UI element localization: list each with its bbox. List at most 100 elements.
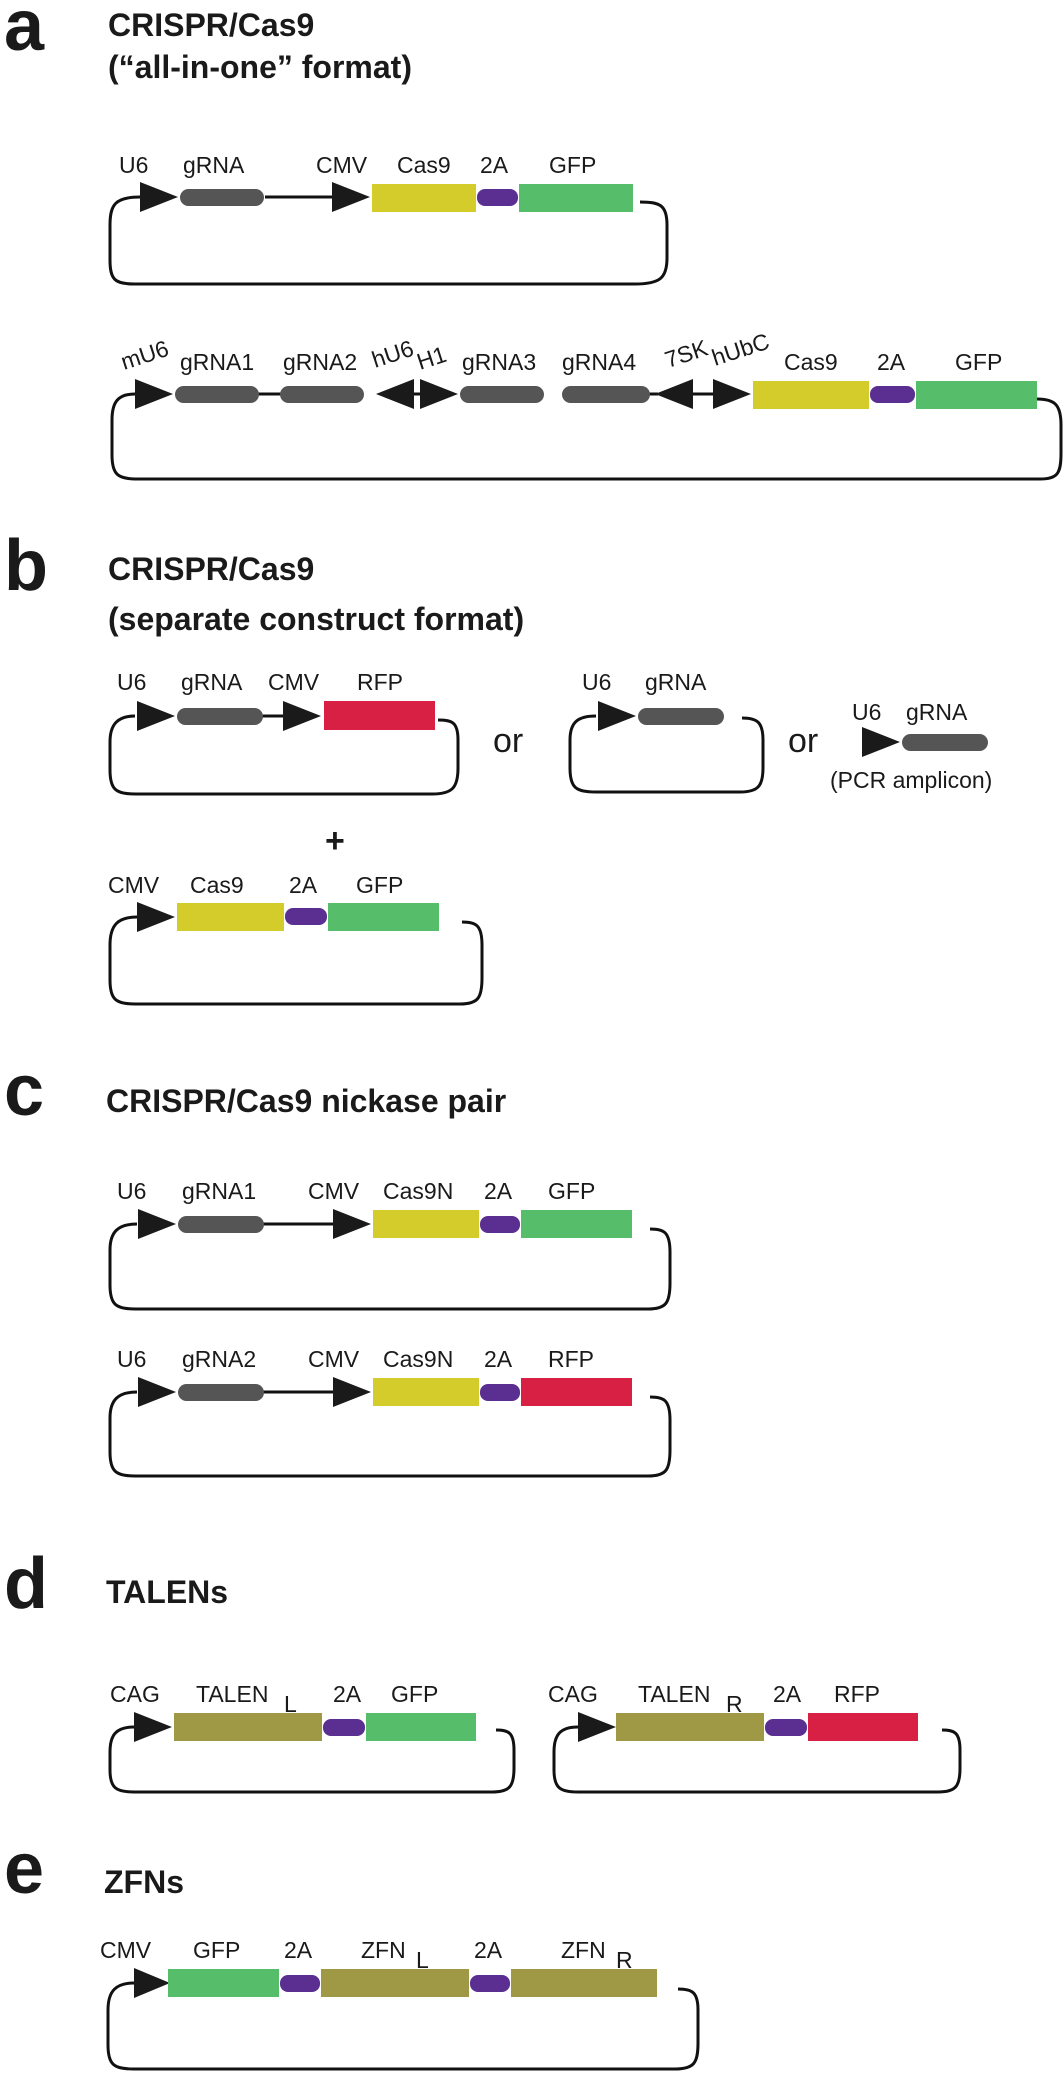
p2a-linker (480, 1384, 520, 1401)
p2a-linker (765, 1719, 807, 1736)
or-text: or (788, 722, 818, 760)
label-u6: U6 (117, 1346, 146, 1372)
cmv-promoter-icon (137, 902, 175, 932)
label-grna3: gRNA3 (462, 349, 536, 375)
u6-promoter-icon (140, 182, 178, 212)
label-u6: U6 (117, 1178, 146, 1204)
panel-c-title: CRISPR/Cas9 nickase pair (106, 1083, 506, 1119)
label-pcr-amplicon: (PCR amplicon) (830, 767, 992, 793)
label-cas9: Cas9 (784, 349, 838, 375)
plasmid-backbone (106, 1981, 700, 2071)
7sk-promoter-reverse-icon (655, 379, 693, 409)
label-7sk: 7SK (662, 334, 712, 372)
panel-d: d TALENs CAG TALEN L 2A GFP CAG TALEN R … (4, 1544, 962, 1794)
label-cas9n: Cas9N (383, 1346, 453, 1372)
label-talen-subscript-l: L (284, 1691, 297, 1717)
panel-c: c CRISPR/Cas9 nickase pair U6 gRNA1 CMV … (4, 1051, 672, 1478)
label-2a: 2A (333, 1681, 362, 1707)
u6-promoter-icon (138, 1209, 176, 1239)
label-u6: U6 (117, 669, 146, 695)
construct-d1: CAG TALEN L 2A GFP (108, 1681, 516, 1794)
label-grna: gRNA (183, 152, 245, 178)
u6-promoter-icon (137, 701, 175, 731)
u6-promoter-icon (138, 1377, 176, 1407)
cas9-gene-block (372, 184, 476, 212)
label-2a: 2A (484, 1178, 513, 1204)
label-2a-1: 2A (284, 1937, 313, 1963)
construct-c2: U6 gRNA2 CMV Cas9N 2A RFP (108, 1346, 672, 1478)
plus-sign: + (325, 822, 345, 860)
label-grna: gRNA (906, 699, 968, 725)
label-cmv: CMV (268, 669, 320, 695)
u6-promoter-icon (862, 727, 900, 757)
hubc-promoter-icon (713, 379, 751, 409)
cas9n-gene-block (373, 1210, 479, 1238)
plasmid-backbone (568, 714, 765, 794)
label-2a: 2A (773, 1681, 802, 1707)
label-gfp: GFP (955, 349, 1002, 375)
panel-a-title-line1: CRISPR/Cas9 (108, 7, 314, 43)
cmv-promoter-icon (134, 1968, 170, 1998)
label-cmv: CMV (108, 872, 160, 898)
label-grna1: gRNA1 (180, 349, 254, 375)
label-2a: 2A (877, 349, 906, 375)
panel-label-e: e (4, 1829, 44, 1909)
label-gfp: GFP (549, 152, 596, 178)
construct-a1: U6 gRNA CMV Cas9 2A GFP (108, 152, 669, 286)
plasmid-backbone (108, 1222, 672, 1311)
label-talen: TALEN (196, 1681, 268, 1707)
zfn-r-gene-block (511, 1969, 657, 1997)
label-2a: 2A (480, 152, 509, 178)
label-rfp: RFP (357, 669, 403, 695)
panel-b-title-line1: CRISPR/Cas9 (108, 551, 314, 587)
p2a-linker (285, 908, 327, 925)
or-text: or (493, 722, 523, 760)
gfp-gene-block (521, 1210, 632, 1238)
cag-promoter-icon (134, 1712, 172, 1742)
panel-e: e ZFNs CMV GFP 2A ZFN L 2A ZFN R (4, 1829, 700, 2071)
label-hubc: hUbC (709, 328, 773, 371)
label-gfp: GFP (391, 1681, 438, 1707)
label-cmv: CMV (100, 1937, 152, 1963)
cmv-promoter-icon (332, 182, 370, 212)
gfp-gene-block (916, 381, 1037, 409)
label-talen: TALEN (638, 1681, 710, 1707)
grna1-element (175, 386, 259, 403)
panel-a-title-line2: (“all-in-one” format) (108, 49, 412, 85)
label-zfn-subscript-r: R (616, 1947, 633, 1973)
rfp-gene-block (324, 701, 435, 730)
label-gfp: GFP (356, 872, 403, 898)
cas9-gene-block (753, 381, 869, 409)
p2a-linker (477, 189, 518, 206)
mu6-promoter-icon (135, 379, 173, 409)
gfp-gene-block (168, 1969, 279, 1997)
p2a-linker (323, 1719, 365, 1736)
p2a-linker-2 (470, 1975, 510, 1992)
plasmid-backbone (110, 392, 1063, 481)
plasmid-backbone (108, 195, 669, 286)
label-u6: U6 (852, 699, 881, 725)
grna4-element (562, 386, 650, 403)
grna-element (638, 708, 724, 725)
talen-l-gene-block (174, 1713, 322, 1741)
h1-promoter-icon (420, 379, 458, 409)
construct-c1: U6 gRNA1 CMV Cas9N 2A GFP (108, 1178, 672, 1311)
label-cag: CAG (110, 1681, 160, 1707)
label-grna: gRNA (181, 669, 243, 695)
cmv-promoter-icon (283, 701, 321, 731)
panel-e-title: ZFNs (104, 1864, 184, 1900)
construct-b3-pcr-amplicon: U6 gRNA (PCR amplicon) (830, 699, 992, 793)
label-rfp: RFP (548, 1346, 594, 1372)
panel-b-title-line2: (separate construct format) (108, 601, 524, 637)
label-grna4: gRNA4 (562, 349, 636, 375)
label-h1: H1 (414, 341, 450, 375)
label-cas9: Cas9 (190, 872, 244, 898)
grna-element (902, 734, 988, 751)
cas9n-gene-block (373, 1378, 479, 1406)
construct-b4: CMV Cas9 2A GFP (108, 872, 484, 1006)
label-rfp: RFP (834, 1681, 880, 1707)
zfn-l-gene-block (321, 1969, 469, 1997)
grna-element (180, 189, 264, 206)
label-mu6: mU6 (118, 335, 172, 375)
panel-d-title: TALENs (106, 1574, 228, 1610)
